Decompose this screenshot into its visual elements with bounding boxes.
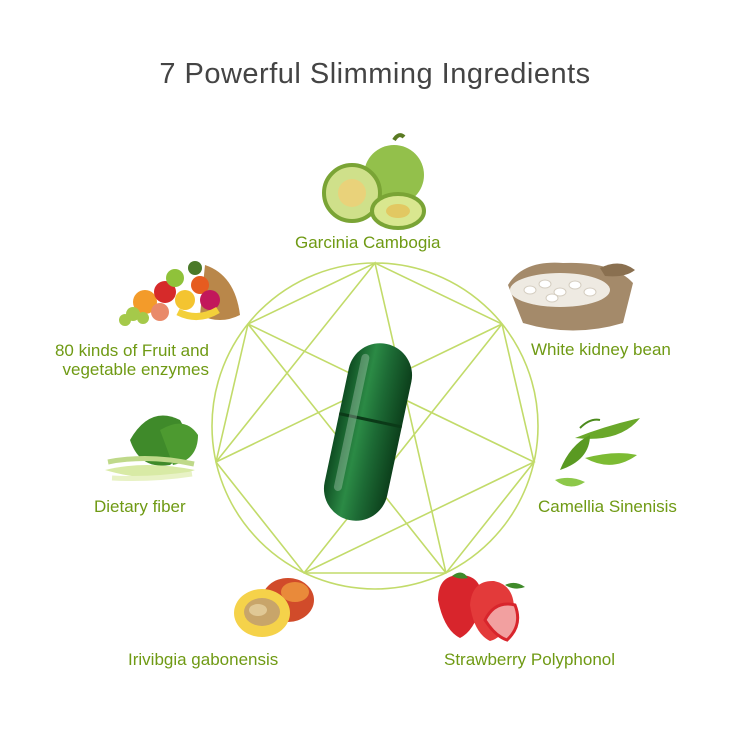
label-white-kidney-bean: White kidney bean xyxy=(531,340,671,359)
fruit-basket-icon xyxy=(119,261,240,326)
label-fruit-vegetable-enzymes-line2: vegetable enzymes xyxy=(62,360,209,379)
label-fruit-vegetable-enzymes-line1: 80 kinds of Fruit and xyxy=(54,341,209,360)
bok-choy-icon xyxy=(105,415,198,481)
label-garcinia-cambogia: Garcinia Cambogia xyxy=(295,233,441,252)
label-fruit-vegetable-enzymes: 80 kinds of Fruit and vegetable enzymes xyxy=(36,341,209,379)
garcinia-fruit-icon xyxy=(322,133,426,230)
label-irivibgia-gabonensis: Irivibgia gabonensis xyxy=(128,650,279,669)
heptagon-star-frame xyxy=(211,261,539,590)
mango-icon xyxy=(234,578,314,637)
label-dietary-fiber: Dietary fiber xyxy=(94,497,186,516)
tea-leaf-icon xyxy=(555,418,640,487)
heptagon-outline xyxy=(215,262,535,574)
heptagram-outline xyxy=(215,261,536,574)
label-strawberry-polyphonol: Strawberry Polyphonol xyxy=(444,650,616,669)
label-camellia-sinenisis: Camellia Sinenisis xyxy=(538,497,677,516)
kidney-bean-sack-icon xyxy=(508,262,635,331)
green-capsule-icon xyxy=(323,343,413,521)
strawberry-icon xyxy=(438,572,525,642)
page-title: 7 Powerful Slimming Ingredients xyxy=(159,58,591,90)
